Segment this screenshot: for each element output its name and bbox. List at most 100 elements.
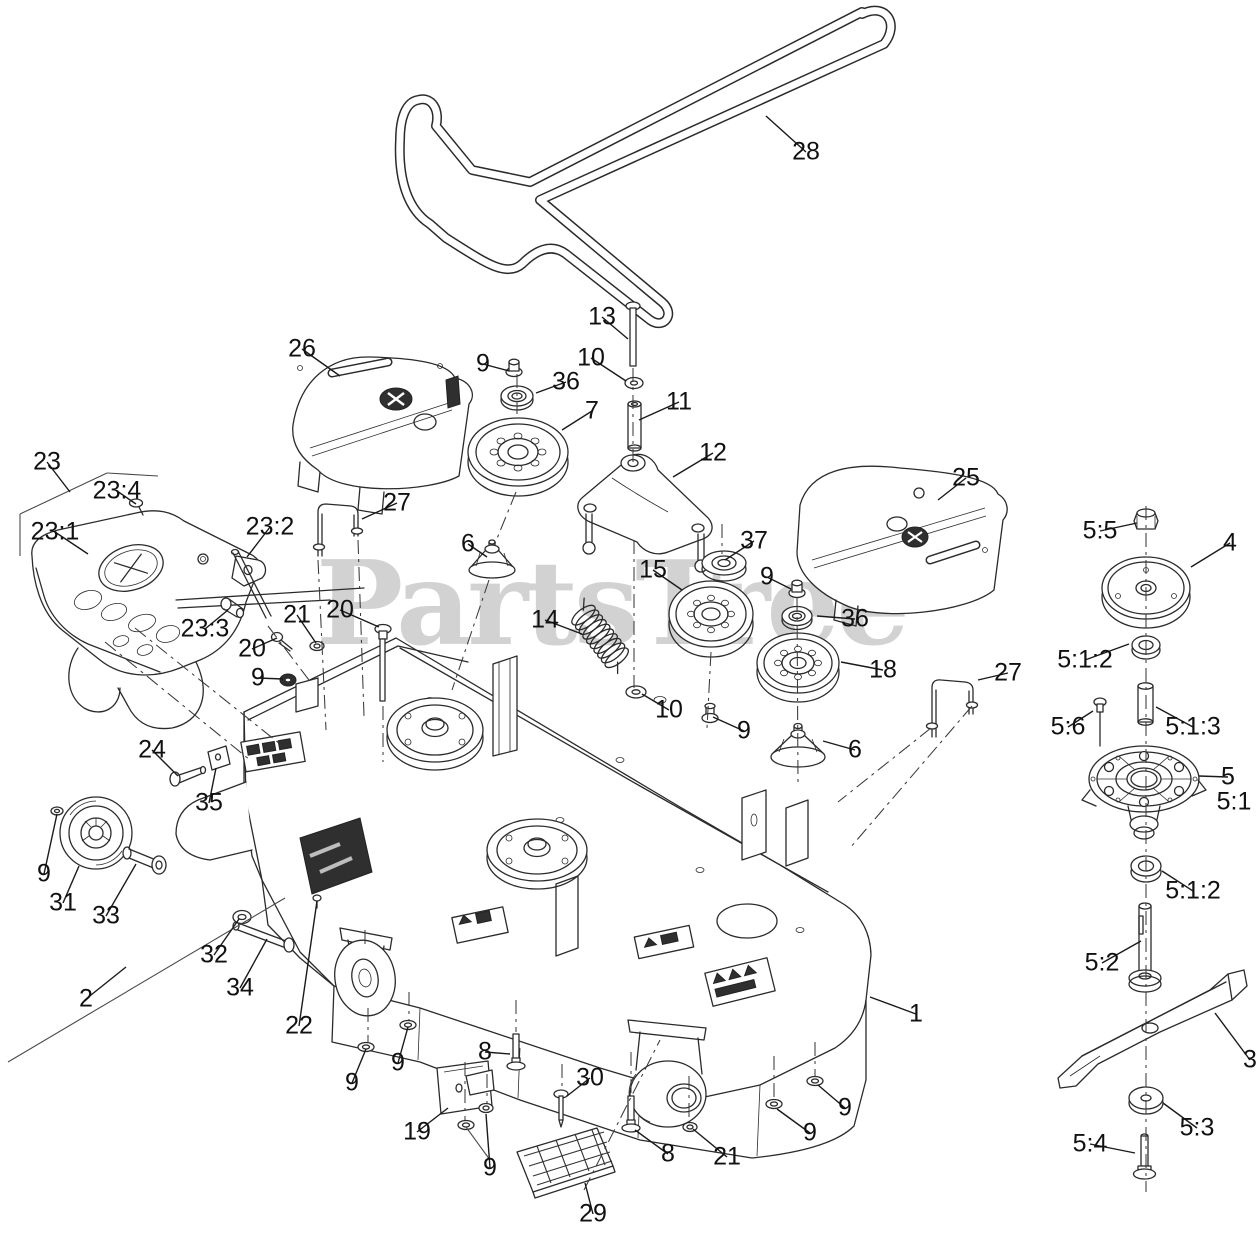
leader-line	[486, 1114, 490, 1168]
pulley-7-drawing	[468, 418, 568, 496]
bracket-line	[8, 898, 285, 1062]
callout-23-2: 23:2	[245, 512, 295, 541]
callout-37: 37	[740, 526, 768, 555]
belt-cover-right-drawing	[797, 466, 1007, 626]
leader-line	[55, 532, 88, 554]
leader-line	[562, 411, 592, 430]
callout-26: 26	[288, 334, 316, 363]
blade-bolt-5-4-drawing	[1134, 1134, 1156, 1179]
leader-line	[485, 1052, 510, 1054]
leader-line	[417, 1108, 448, 1132]
leader-line	[841, 662, 883, 670]
leader-line	[1068, 711, 1093, 727]
bolt-24-drawing	[170, 767, 206, 787]
deck-brackets-drawing	[176, 656, 808, 956]
callout-8: 8	[478, 1037, 492, 1066]
bottom-washers-9-drawing	[358, 1021, 823, 1130]
callout-24: 24	[138, 735, 166, 764]
cone-spacer-6-right-drawing	[771, 724, 825, 768]
callout-18: 18	[869, 655, 897, 684]
leader-line	[1162, 871, 1193, 891]
assembly-axis-line	[838, 728, 931, 802]
callout-30: 30	[576, 1063, 604, 1092]
callout-27: 27	[383, 488, 411, 517]
callout-1: 1	[909, 999, 923, 1028]
leader-line	[252, 638, 277, 649]
leader-line	[673, 453, 713, 477]
u-bolt-right-drawing	[927, 680, 978, 737]
leader-line	[1163, 1103, 1197, 1128]
leader-line	[214, 919, 239, 955]
leader-line	[299, 901, 317, 1026]
callout-15: 15	[639, 555, 667, 584]
spacer-tube-drawing	[628, 401, 641, 451]
leader-line	[340, 610, 379, 627]
spring-14-drawing	[564, 596, 635, 676]
assembly-axis-line	[358, 540, 364, 716]
leader-line	[1191, 543, 1230, 567]
assembly-axis-line	[268, 626, 312, 684]
callout-9: 9	[838, 1093, 852, 1122]
assembly-axis-line	[318, 560, 326, 730]
callout-8: 8	[661, 1139, 675, 1168]
leader-line	[817, 616, 855, 619]
idler-arm-drawing	[578, 454, 712, 572]
leader-line	[766, 116, 806, 152]
leader-line	[302, 349, 340, 376]
belt-cover-left-drawing	[293, 357, 473, 514]
callout-9: 9	[391, 1048, 405, 1077]
leader-line	[63, 866, 79, 903]
idler-bolt-drawing	[626, 302, 640, 366]
washer-10-mid-drawing	[626, 686, 646, 698]
leader-line	[602, 317, 628, 339]
callout-9: 9	[37, 859, 51, 888]
pulley-15-drawing	[669, 581, 753, 657]
leader-line	[978, 673, 1008, 680]
leader-line	[117, 491, 136, 504]
push-nut-9-far-left-drawing	[51, 807, 63, 815]
callout-20: 20	[238, 634, 266, 663]
leader-line	[1100, 523, 1137, 531]
front-left-caster-drawing	[329, 928, 401, 1021]
callout-2: 2	[79, 984, 93, 1013]
callout-29: 29	[579, 1199, 607, 1228]
callout-23-3: 23:3	[180, 614, 230, 643]
leader-line	[591, 358, 626, 381]
callout-14: 14	[531, 605, 559, 634]
leader-line	[1102, 941, 1141, 963]
callout-9: 9	[737, 716, 751, 745]
pulley-18-drawing	[757, 633, 839, 702]
callout-9: 9	[345, 1068, 359, 1097]
assembly-axis-line	[707, 652, 711, 728]
callout-5-4: 5:4	[1072, 1129, 1108, 1158]
assembly-axis-line	[797, 598, 798, 782]
callout-9: 9	[251, 663, 265, 692]
callout-7: 7	[585, 396, 599, 425]
leader-line	[938, 478, 966, 500]
leader-line	[297, 615, 316, 643]
nut-21-left-drawing	[310, 642, 324, 651]
assembly-axis-line	[494, 492, 516, 546]
callout-10: 10	[655, 695, 683, 724]
assembly-axis-line	[452, 580, 489, 690]
deck-decals-drawing	[241, 732, 775, 1006]
callout-23: 23	[33, 447, 61, 476]
hinge-pin-drawing	[221, 598, 244, 618]
flange-bolt-9-mid-drawing	[702, 703, 718, 722]
leader-line	[209, 768, 216, 803]
front-right-caster-drawing	[628, 1020, 706, 1127]
drive-belt-drawing	[400, 11, 891, 324]
callout-5-2: 5:2	[1084, 948, 1120, 977]
leader-line	[1085, 644, 1129, 660]
leader-line	[713, 717, 744, 731]
flange-nut-9-right-drawing	[789, 580, 805, 597]
spindle-shaft-52-drawing	[1129, 903, 1161, 992]
callout-9: 9	[760, 562, 774, 591]
callout-11: 11	[666, 387, 692, 416]
callout-23-4: 23:4	[92, 476, 142, 505]
leader-line	[639, 402, 679, 420]
leader-line	[777, 1109, 810, 1133]
callout-21: 21	[713, 1142, 741, 1171]
leader-line	[635, 1130, 668, 1154]
callout-9: 9	[476, 349, 490, 378]
